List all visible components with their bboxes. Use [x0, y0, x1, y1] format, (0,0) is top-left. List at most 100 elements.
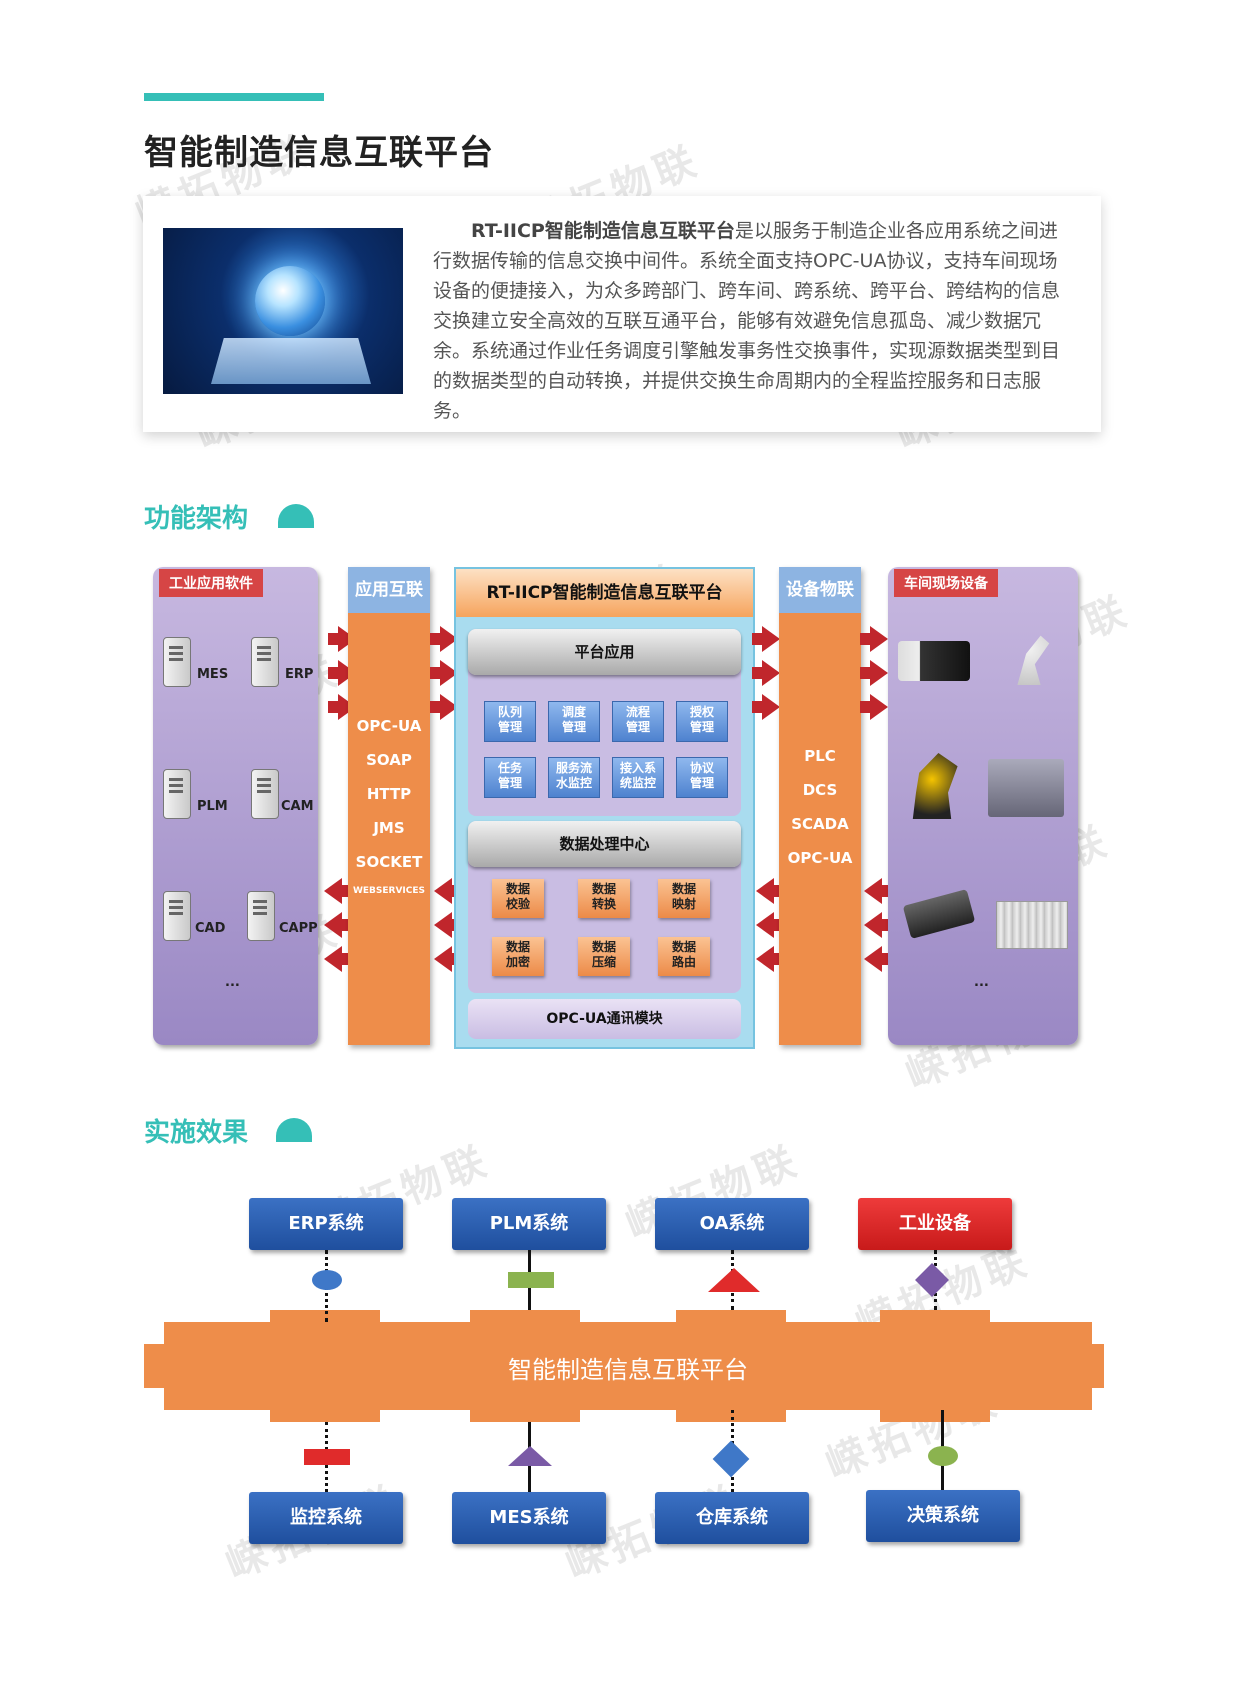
data-module-box: 数据 加密: [492, 937, 544, 976]
software-label: MES: [197, 667, 229, 682]
module-box: 授权 管理: [676, 701, 728, 742]
band-tab: [470, 1310, 580, 1422]
module-box: 调度 管理: [548, 701, 600, 742]
data-module-box: 数据 路由: [658, 937, 710, 976]
rect-marker-icon: [508, 1272, 554, 1288]
intro-card: RT-IICP智能制造信息互联平台是以服务于制造企业各应用系统之间进行数据传输的…: [143, 196, 1101, 432]
arrow-right-icon: [430, 660, 458, 686]
protocol-item: OPC-UA: [787, 849, 853, 867]
server-icon: [163, 769, 191, 819]
module-box: 接入系 统监控: [612, 757, 664, 798]
software-panel-tag: 工业应用软件: [159, 569, 263, 597]
cabinet-icon: [996, 901, 1068, 949]
arrow-left-icon: [324, 912, 354, 938]
module-box: 服务流 水监控: [548, 757, 600, 798]
band-tab: [270, 1310, 380, 1422]
software-label: CAD: [195, 921, 226, 936]
data-module-box: 数据 转换: [578, 879, 630, 918]
arrow-left-icon: [756, 946, 786, 972]
arrow-right-icon: [860, 660, 888, 686]
band-tab: [880, 1310, 990, 1422]
device-protocol-list: PLC DCS SCADA OPC-UA: [779, 739, 861, 875]
arrow-left-icon: [324, 946, 354, 972]
section-semicircle-icon: [278, 504, 314, 528]
arrow-left-icon: [434, 878, 464, 904]
app-layer-title: 平台应用: [468, 629, 741, 675]
software-label: CAPP: [279, 921, 318, 936]
field-devices-panel: 车间现场设备 ...: [888, 567, 1078, 1045]
section-heading-effect: 实施效果: [144, 1118, 249, 1148]
system-box-monitoring: 监控系统: [249, 1492, 403, 1544]
triangle-marker-icon: [508, 1446, 552, 1466]
system-box-warehouse: 仓库系统: [655, 1492, 809, 1544]
arrow-left-icon: [324, 878, 354, 904]
app-protocol-list: OPC-UA SOAP HTTP JMS SOCKET WEBSERVICES: [348, 709, 430, 903]
accent-bar: [144, 93, 324, 101]
system-box-plm: PLM系统: [452, 1198, 606, 1250]
platform-band-label: 智能制造信息互联平台: [508, 1356, 748, 1384]
data-module-box: 数据 映射: [658, 879, 710, 918]
server-icon: [251, 769, 279, 819]
protocol-item: PLC: [804, 747, 836, 765]
arrow-left-icon: [434, 912, 464, 938]
section-heading-architecture: 功能架构: [144, 504, 249, 534]
field-more: ...: [974, 975, 989, 990]
triangle-marker-icon: [708, 1268, 760, 1292]
platform-block: RT-IICP智能制造信息互联平台 平台应用 队列 管理 调度 管理 流程 管理…: [454, 567, 755, 1049]
software-more: ...: [225, 975, 240, 990]
generator-icon: [988, 759, 1064, 817]
ellipse-marker-icon: [928, 1446, 958, 1466]
ellipse-marker-icon: [312, 1270, 342, 1290]
app-interconnect-column: 应用互联 OPC-UA SOAP HTTP JMS SOCKET WEBSERV…: [348, 567, 430, 1045]
laptop-icon: [211, 338, 371, 384]
arrow-left-icon: [756, 912, 786, 938]
opcua-comm-module: OPC-UA通讯模块: [468, 999, 741, 1039]
system-box-oa: OA系统: [655, 1198, 809, 1250]
rect-marker-icon: [304, 1449, 350, 1465]
arrow-left-icon: [864, 878, 894, 904]
data-module-box: 数据 校验: [492, 879, 544, 918]
data-module-box: 数据 压缩: [578, 937, 630, 976]
band-tab: [676, 1310, 786, 1422]
welding-robot-icon: [912, 753, 958, 819]
arrow-left-icon: [756, 878, 786, 904]
arrow-right-icon: [752, 694, 780, 720]
arrow-left-icon: [434, 946, 464, 972]
module-box: 流程 管理: [612, 701, 664, 742]
intro-body: 是以服务于制造企业各应用系统之间进行数据传输的信息交换中间件。系统全面支持OPC…: [433, 220, 1061, 422]
module-box: 任务 管理: [484, 757, 536, 798]
system-box-erp: ERP系统: [249, 1198, 403, 1250]
device-interconnect-column: 设备物联 PLC DCS SCADA OPC-UA: [779, 567, 861, 1045]
arrow-right-icon: [752, 626, 780, 652]
arrow-right-icon: [860, 694, 888, 720]
system-box-mes: MES系统: [452, 1492, 606, 1544]
data-center: 数据处理中心 数据 校验 数据 转换 数据 映射 数据 加密 数据 压缩 数据 …: [468, 821, 741, 993]
protocol-item: OPC-UA: [356, 717, 422, 735]
arrow-right-icon: [430, 694, 458, 720]
module-box: 协议 管理: [676, 757, 728, 798]
server-icon: [163, 637, 191, 687]
field-panel-tag: 车间现场设备: [894, 569, 998, 597]
software-label: PLM: [197, 799, 228, 814]
globe-icon: [255, 266, 325, 336]
server-icon: [163, 891, 191, 941]
arrow-right-icon: [860, 626, 888, 652]
platform-title: RT-IICP智能制造信息互联平台: [456, 569, 753, 617]
server-icon: [251, 637, 279, 687]
module-box: 队列 管理: [484, 701, 536, 742]
intro-image: [163, 228, 403, 394]
intro-text: RT-IICP智能制造信息互联平台是以服务于制造企业各应用系统之间进行数据传输的…: [433, 216, 1073, 426]
arrow-right-icon: [752, 660, 780, 686]
protocol-item: DCS: [802, 781, 838, 799]
cnc-machine-icon: [898, 641, 970, 681]
server-icon: [247, 891, 275, 941]
protocol-item: SOAP: [366, 751, 412, 769]
robot-arm-icon: [1017, 635, 1050, 685]
protocol-item: WEBSERVICES: [352, 886, 426, 896]
protocol-item: HTTP: [366, 785, 412, 803]
app-layer: 平台应用 队列 管理 调度 管理 流程 管理 授权 管理 任务 管理 服务流 水…: [468, 629, 741, 816]
arrow-right-icon: [430, 626, 458, 652]
software-label: CAM: [281, 799, 314, 814]
system-box-industrial-equipment: 工业设备: [858, 1198, 1012, 1250]
software-label: ERP: [285, 667, 314, 682]
